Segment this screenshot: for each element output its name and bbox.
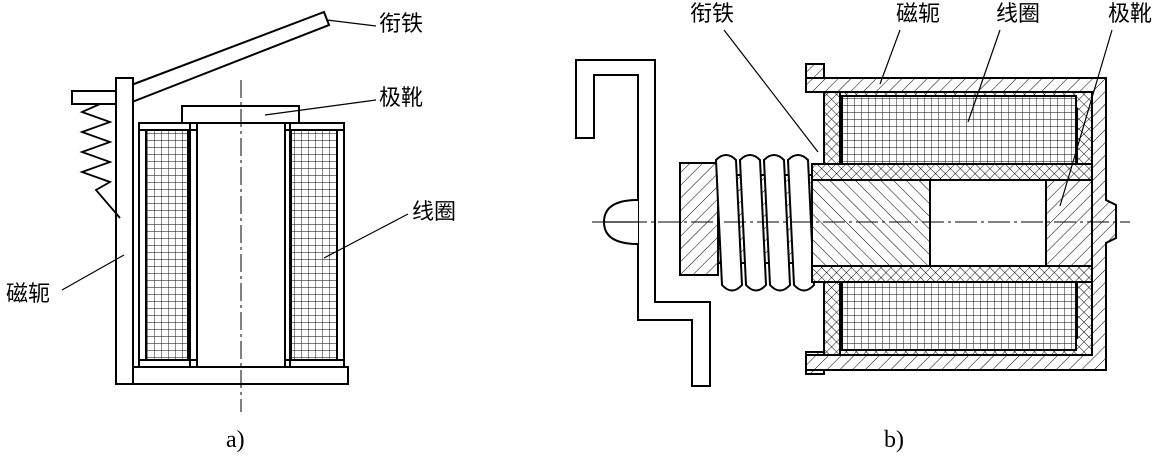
spring-a xyxy=(79,103,121,219)
armature-core-b xyxy=(811,179,931,267)
label-coil-a: 线圈 xyxy=(412,200,457,225)
label-pole-shoe-a: 极靴 xyxy=(379,86,424,111)
mounting-bracket-b xyxy=(575,59,711,387)
coil-left-a xyxy=(145,129,189,361)
armature-stud-b xyxy=(679,162,719,276)
coil-top-b xyxy=(841,95,1077,165)
caption-a: a) xyxy=(226,427,245,453)
yoke-a xyxy=(115,77,134,385)
label-yoke-a: 磁轭 xyxy=(6,282,51,307)
label-armature-a: 衔铁 xyxy=(379,12,424,37)
pole-shoe-b xyxy=(1045,179,1093,267)
armature-a xyxy=(124,10,331,104)
label-coil-b: 线圈 xyxy=(996,2,1041,27)
label-pole-shoe-b: 极靴 xyxy=(1108,2,1153,27)
label-armature-b: 衔铁 xyxy=(690,2,735,27)
coil-bottom-b xyxy=(841,281,1077,351)
air-gap-b xyxy=(929,179,1047,267)
figure-b xyxy=(575,29,1130,387)
spring-bracket-a xyxy=(71,90,116,105)
label-yoke-b: 磁轭 xyxy=(896,2,941,27)
core-a xyxy=(196,122,286,368)
coil-right-a xyxy=(290,129,338,361)
caption-b: b) xyxy=(884,427,904,453)
figure-a xyxy=(61,10,409,412)
spring-b xyxy=(714,154,816,292)
